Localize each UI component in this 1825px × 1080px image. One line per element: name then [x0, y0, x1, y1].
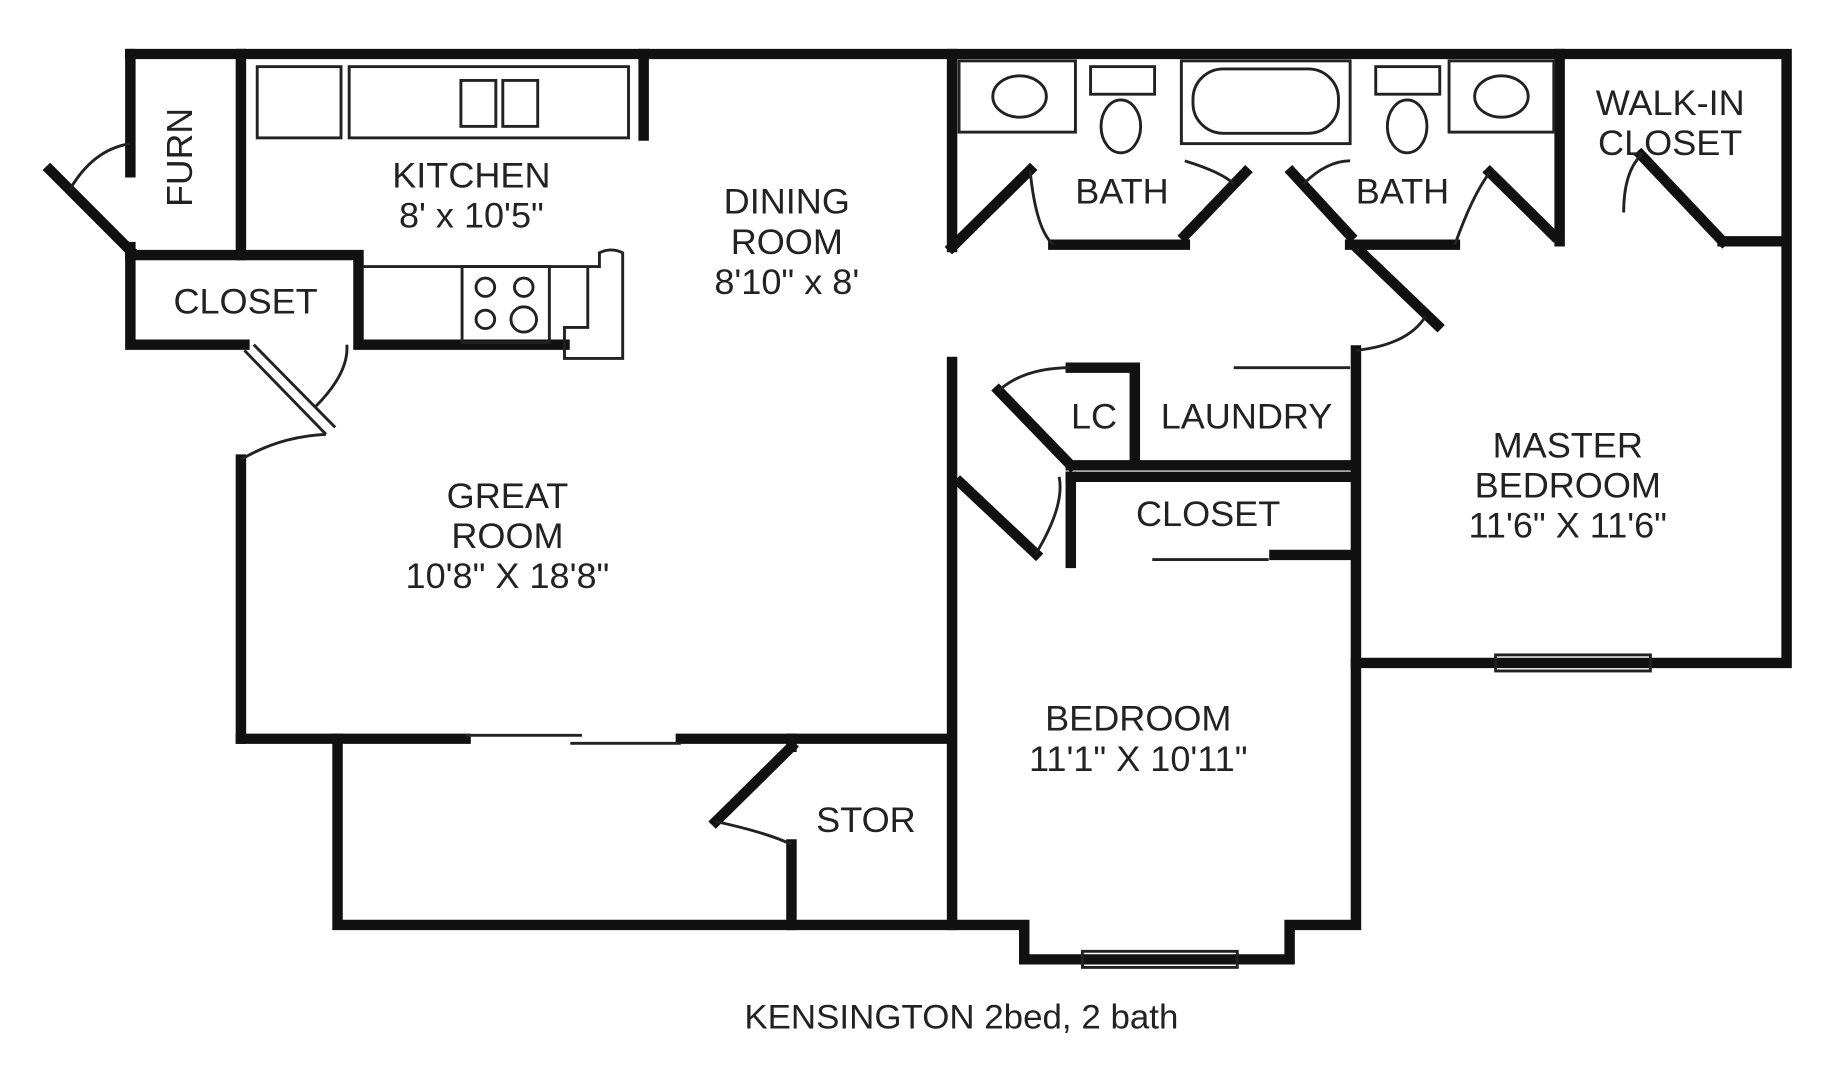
kitchen-size: 8' x 10'5" — [399, 196, 544, 236]
walk-in-closet-label: WALK-IN — [1596, 83, 1745, 123]
walls — [125, 48, 1792, 965]
furn-label: FURN — [160, 108, 200, 207]
plan-caption: KENSINGTON 2bed, 2 bath — [744, 998, 1178, 1036]
entry-closet-label: CLOSET — [173, 282, 317, 322]
master-bedroom-size: 11'6" X 11'6" — [1469, 506, 1667, 546]
storage-label: STOR — [816, 800, 916, 840]
bedroom-size: 11'1" X 10'11" — [1029, 739, 1247, 779]
bath-2-label: BATH — [1356, 172, 1450, 212]
great-room-label: GREAT — [447, 476, 569, 516]
walk-in-closet-label-2: CLOSET — [1598, 123, 1742, 163]
room-labels: FURN KITCHEN 8' x 10'5" DINING ROOM 8'10… — [160, 83, 1745, 1036]
kitchen-label: KITCHEN — [392, 155, 550, 195]
great-room-size: 10'8" X 18'8" — [406, 556, 610, 596]
great-room-label-2: ROOM — [451, 516, 563, 556]
dining-size: 8'10" x 8' — [714, 262, 859, 302]
bedroom-label: BEDROOM — [1045, 699, 1231, 739]
dining-label: DINING — [724, 182, 850, 222]
dining-label-2: ROOM — [731, 222, 843, 262]
master-bedroom-label: MASTER — [1493, 425, 1643, 465]
bedroom-closet-label: CLOSET — [1136, 494, 1280, 534]
laundry-label: LAUNDRY — [1161, 397, 1333, 437]
lc-label: LC — [1071, 397, 1117, 437]
master-bedroom-label-2: BEDROOM — [1475, 466, 1661, 506]
doors-and-fixtures — [42, 59, 1730, 969]
bath-1-label: BATH — [1075, 172, 1169, 212]
